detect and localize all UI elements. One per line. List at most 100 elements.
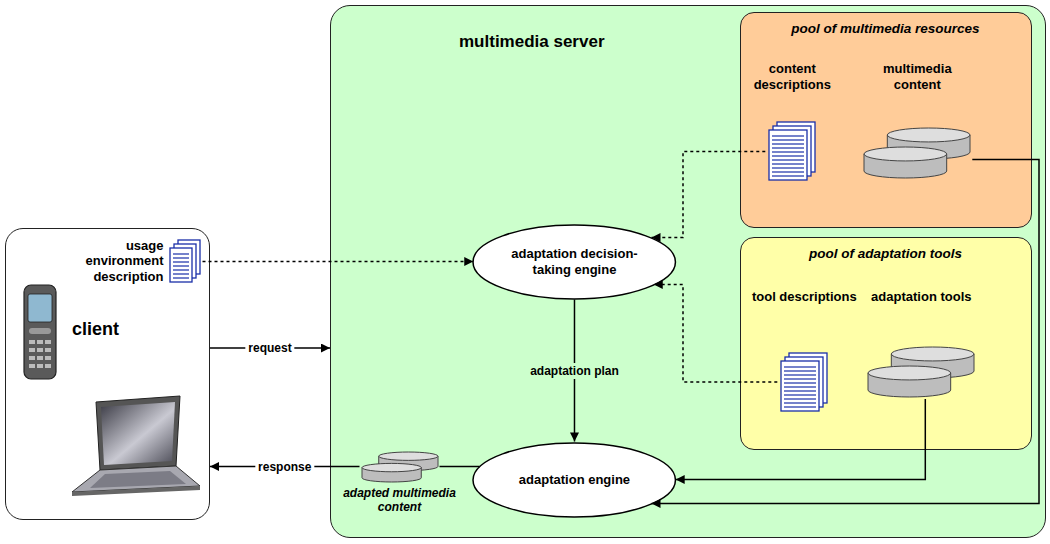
icon-label: tool descriptions xyxy=(751,289,857,305)
document-page xyxy=(781,361,819,411)
laptop-base xyxy=(72,466,200,492)
text-line xyxy=(784,402,816,403)
disk-top xyxy=(864,147,947,161)
drawing-part xyxy=(29,348,35,352)
document-page xyxy=(769,130,807,180)
edge-label: request xyxy=(245,340,294,356)
description-flow xyxy=(652,151,766,237)
text-line xyxy=(772,152,804,153)
drawing-part xyxy=(45,348,51,352)
pool-title: pool of multimedia resources xyxy=(741,13,1031,37)
document-icon xyxy=(769,122,815,180)
data-flow-arrow xyxy=(210,347,330,349)
tool-descriptions: tool descriptions xyxy=(751,289,857,411)
database-icon xyxy=(362,452,438,482)
drawing-part xyxy=(37,356,43,360)
text-line xyxy=(784,406,816,407)
text-line xyxy=(784,382,816,383)
resource-pool: pool of multimedia resources content desc… xyxy=(740,12,1032,228)
engine-label: adaptation decision-taking engine xyxy=(504,246,644,277)
text-line xyxy=(173,261,189,262)
icon-label: content descriptions xyxy=(747,61,837,92)
disk-top xyxy=(868,366,951,380)
text-line xyxy=(784,394,816,395)
usage-description: usage environment description xyxy=(80,238,200,285)
edge-label: response xyxy=(255,459,314,475)
drawing-part xyxy=(45,340,51,344)
text-line xyxy=(772,160,804,161)
icon-label: multimedia content xyxy=(861,61,973,92)
data-flow-arrow xyxy=(676,399,926,480)
text-line xyxy=(173,269,189,270)
text-line xyxy=(772,172,804,173)
document-icon xyxy=(781,353,827,411)
text-line xyxy=(784,390,816,391)
document-page xyxy=(170,248,192,282)
page-sheet xyxy=(170,248,192,282)
drawing-part xyxy=(37,340,43,344)
drawing-part xyxy=(29,340,35,344)
page-sheet xyxy=(769,130,807,180)
drawing-part xyxy=(45,356,51,360)
text-line xyxy=(784,386,816,387)
client-box: clientusage environment description xyxy=(5,228,210,520)
text-line xyxy=(772,136,804,137)
document-icon xyxy=(170,240,200,282)
disk-top xyxy=(892,347,975,361)
server-box: multimedia server pool of multimedia reso… xyxy=(330,5,1046,538)
data-flow-arrow xyxy=(574,300,576,442)
adaptation-engine: adaptation engine xyxy=(472,442,676,518)
text-line xyxy=(784,366,816,367)
tool-pool: pool of adaptation tools tool description… xyxy=(740,237,1032,450)
disk-top xyxy=(378,452,437,460)
text-line xyxy=(173,253,189,254)
phone-screen xyxy=(28,294,52,322)
text-line xyxy=(173,273,189,274)
text-line xyxy=(173,265,189,266)
disk-top xyxy=(362,463,421,471)
text-line xyxy=(173,277,189,278)
phone-navkey xyxy=(29,328,51,334)
edge-label: adaptation plan xyxy=(527,363,622,379)
engine-label: adaptation engine xyxy=(504,472,644,488)
text-line xyxy=(173,257,189,258)
description-flow xyxy=(203,261,474,263)
text-line xyxy=(772,144,804,145)
data-flow-arrow xyxy=(210,466,360,468)
tool-store: adaptation tools xyxy=(865,289,977,397)
database-icon xyxy=(868,347,974,397)
disk-top xyxy=(888,128,971,142)
laptop-edge xyxy=(72,486,200,496)
server-title: multimedia server xyxy=(459,6,605,52)
drawing-part xyxy=(37,348,43,352)
text-line xyxy=(772,176,804,177)
client-label: client xyxy=(72,229,119,341)
content-store: multimedia content xyxy=(861,61,973,178)
laptop xyxy=(72,396,200,496)
icon-label: adaptation tools xyxy=(865,289,977,305)
text-line xyxy=(772,168,804,169)
text-line xyxy=(784,378,816,379)
drawing-part xyxy=(45,364,51,368)
mobile-phone xyxy=(24,285,56,379)
drawing-part xyxy=(37,364,43,368)
data-flow-arrow xyxy=(652,159,1039,503)
laptop-keyboard xyxy=(90,471,186,488)
phone-keypad xyxy=(29,340,51,368)
text-line xyxy=(784,374,816,375)
icon-label: adapted multimedia content xyxy=(340,486,460,515)
drawing-part xyxy=(29,364,35,368)
laptop-screen xyxy=(101,402,175,465)
pool-title: pool of adaptation tools xyxy=(741,238,1031,262)
text-line xyxy=(772,148,804,149)
description-flow xyxy=(654,285,778,382)
ellipse-shape xyxy=(473,443,675,517)
text-line xyxy=(772,156,804,157)
text-line xyxy=(772,164,804,165)
adapted-content: adapted multimedia content xyxy=(340,452,460,515)
description-label: usage environment description xyxy=(80,238,164,285)
page-sheet xyxy=(781,361,819,411)
data-flow-arrow xyxy=(440,466,480,468)
text-line xyxy=(784,398,816,399)
